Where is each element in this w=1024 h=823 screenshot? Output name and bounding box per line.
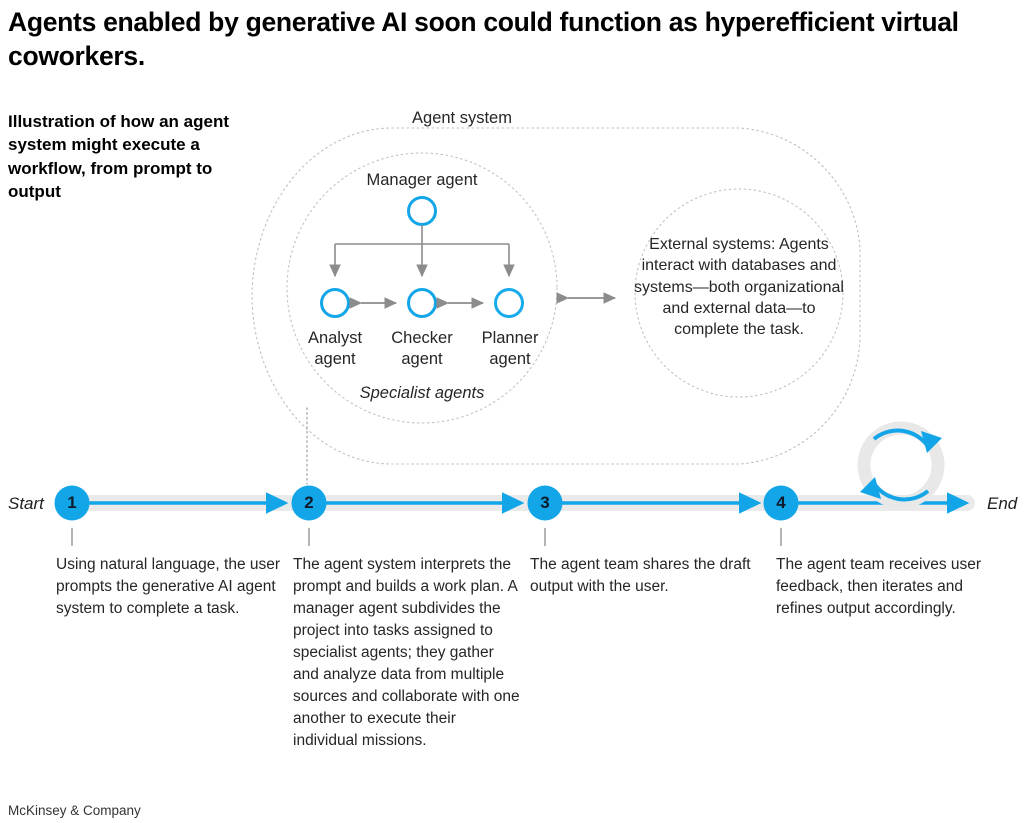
brand-footer: McKinsey & Company [8,803,141,818]
external-systems-text: External systems: Agents interact with d… [634,236,844,339]
checker-agent-label: Checker agent [391,329,453,369]
page-title: Agents enabled by generative AI soon cou… [8,7,959,71]
analyst-agent-icon [320,288,350,318]
timeline-step-2-text: The agent system interprets the prompt a… [293,556,520,749]
external-systems-circle [634,188,844,398]
manager-agent-label: Manager agent [366,171,478,189]
timeline-node-1[interactable] [54,485,90,521]
specialist-agents-circle [286,152,558,424]
timeline-node-3[interactable] [527,485,563,521]
timeline-step-1-text: Using natural language, the user prompts… [56,556,281,617]
checker-agent-icon [407,288,437,318]
manager-agent-icon [407,196,437,226]
agent-system-boundary [251,127,861,465]
refresh-loop-icon [857,421,945,509]
analyst-agent-label: Analyst agent [307,329,363,369]
timeline-end-label: End [987,494,1018,513]
timeline-step-4-text: The agent team receives user feedback, t… [776,556,982,617]
timeline-step-3-text: The agent team shares the draft output w… [530,556,751,595]
timeline-node-4[interactable] [763,485,799,521]
timeline-node-2[interactable] [291,485,327,521]
agent-system-title: Agent system [412,109,512,127]
specialist-agents-label: Specialist agents [359,384,485,402]
planner-agent-label: Planner agent [481,329,539,369]
planner-agent-icon [494,288,524,318]
timeline-start-label: Start [8,494,44,513]
subtitle: Illustration of how an agent system migh… [8,112,229,201]
